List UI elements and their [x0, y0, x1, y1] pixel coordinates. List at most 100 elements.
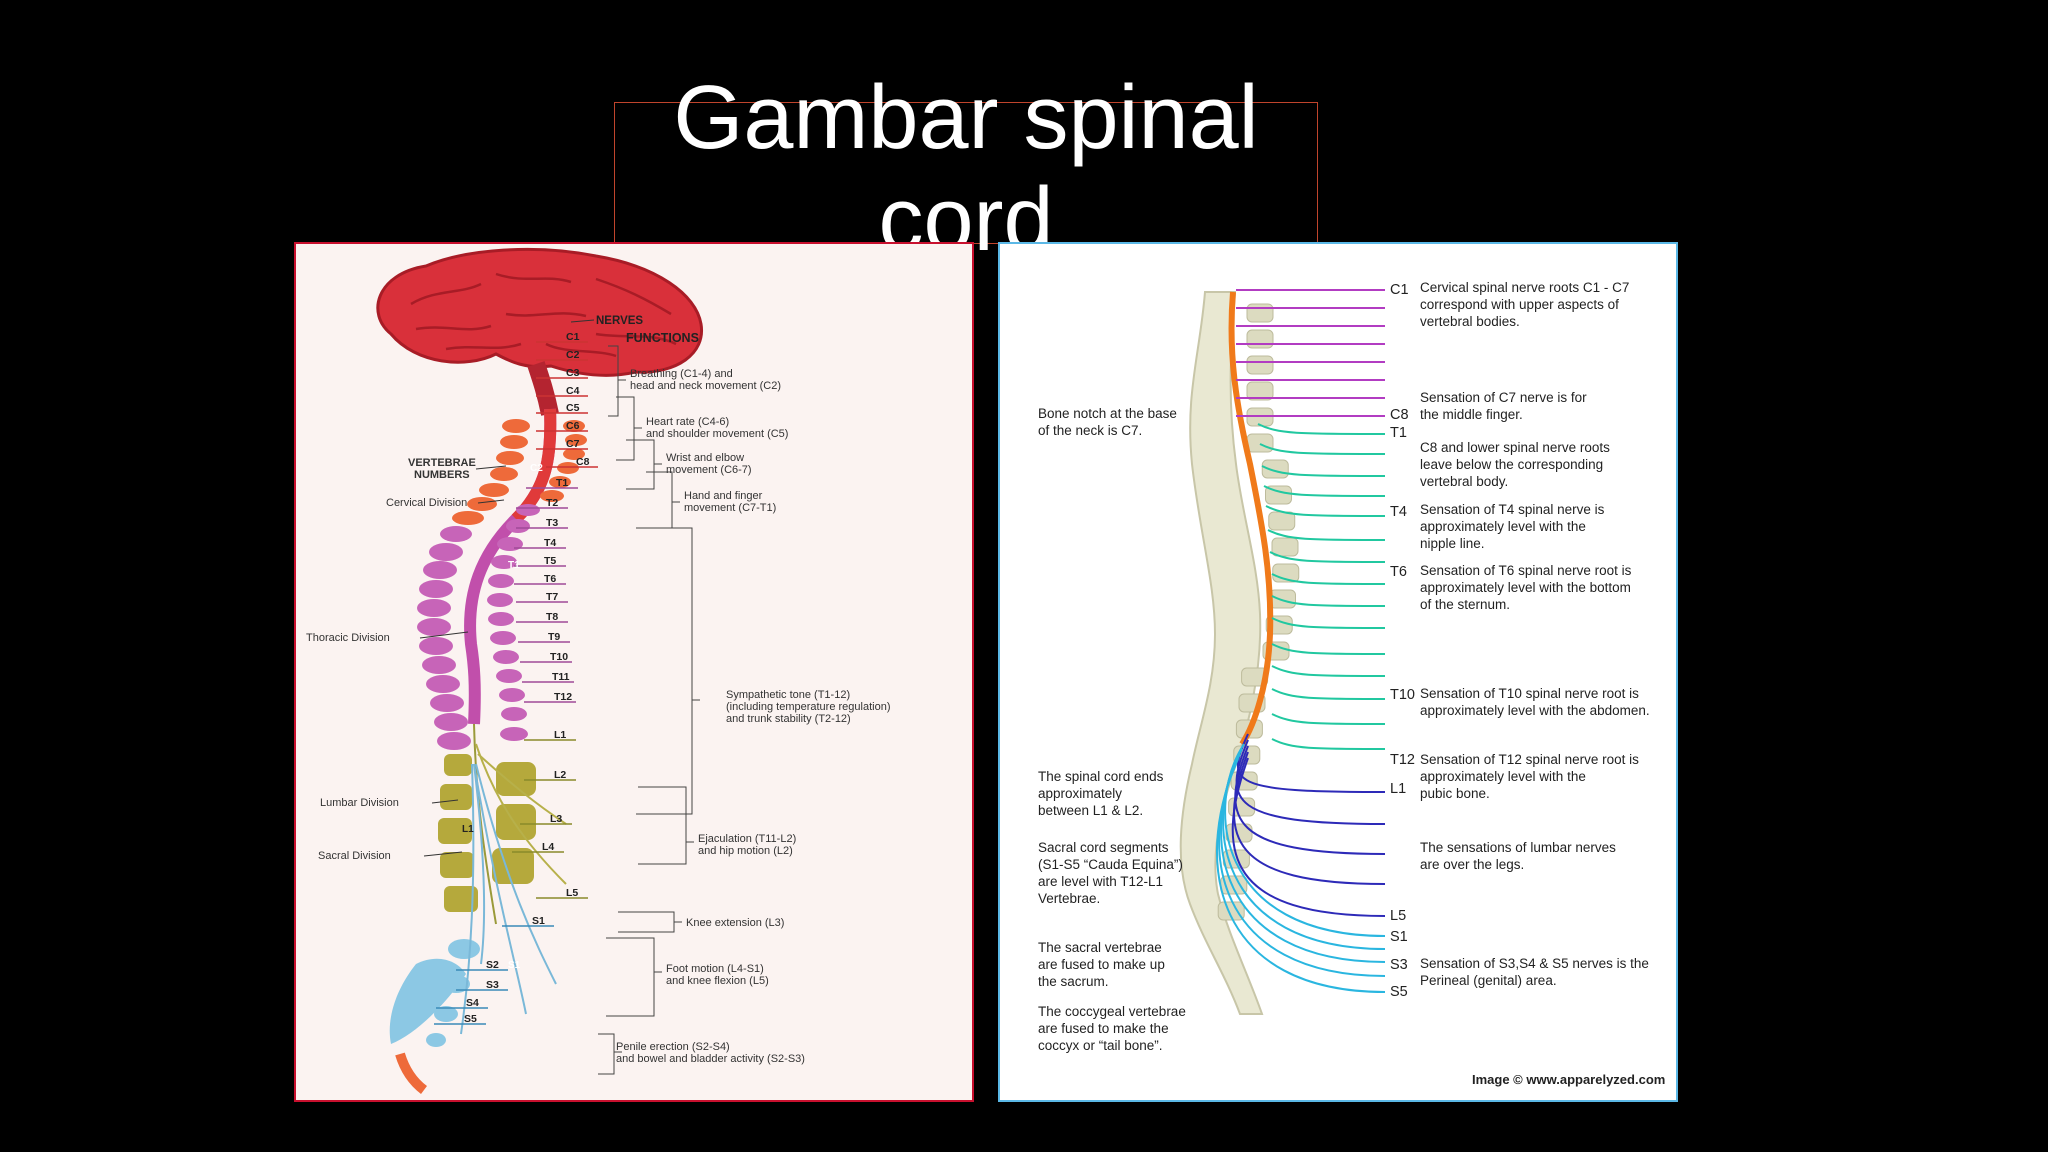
- svg-text:(S1-S5 “Cauda Equina”): (S1-S5 “Cauda Equina”): [1038, 857, 1183, 872]
- level-t12: T12: [1390, 752, 1415, 768]
- level-labels: C1 C8 T1 T4 T6 T10 T12 L1 L5 S1 S3 S5: [1390, 282, 1415, 1000]
- note-t12-sensation: Sensation of T12 spinal nerve root is: [1420, 752, 1639, 767]
- nerve-label-t4: T4: [544, 537, 556, 549]
- cervical-vertebrae: [452, 419, 587, 525]
- spinal-nerve-line: [1235, 739, 1386, 825]
- svg-text:are fused to make up: are fused to make up: [1038, 957, 1165, 972]
- note-sacral-sensation: Sensation of S3,S4 & S5 nerves is the: [1420, 956, 1649, 971]
- nerve-label-t9: T9: [548, 631, 560, 643]
- spinal-nerve-line: [1271, 643, 1386, 655]
- spinal-nerve-line: [1271, 713, 1386, 725]
- function-brackets: [598, 345, 700, 1075]
- svg-text:the middle finger.: the middle finger.: [1420, 407, 1523, 422]
- level-l5: L5: [1390, 908, 1406, 924]
- svg-text:approximately level with the: approximately level with the: [1420, 519, 1586, 534]
- spinal-nerve-sensation-diagram: C1 C8 T1 T4 T6 T10 T12 L1 L5 S1 S3 S5 Ce…: [998, 242, 1678, 1102]
- level-c8: C8: [1390, 407, 1409, 423]
- function-hand-finger: Hand and finger: [684, 490, 763, 502]
- thoracic-division-label: Thoracic Division: [306, 632, 390, 644]
- svg-text:of the neck is C7.: of the neck is C7.: [1038, 423, 1142, 438]
- nerve-label-c1: C1: [566, 331, 580, 343]
- note-c8-roots: C8 and lower spinal nerve roots: [1420, 440, 1610, 455]
- spinal-nerve-line: [1257, 423, 1386, 435]
- svg-text:the sacrum.: the sacrum.: [1038, 974, 1109, 989]
- nerve-label-c2: C2: [566, 349, 580, 361]
- spinal-nerve-line: [1259, 443, 1386, 455]
- svg-text:between L1 & L2.: between L1 & L2.: [1038, 803, 1143, 818]
- vertebral-body: [1246, 329, 1274, 349]
- note-cord-ends: The spinal cord ends: [1038, 769, 1164, 784]
- spinal-nerve-line: [1267, 529, 1386, 541]
- function-labels: Breathing (C1-4) and head and neck movem…: [616, 368, 890, 1065]
- svg-text:vertebral body.: vertebral body.: [1420, 474, 1508, 489]
- functions-header: FUNCTIONS: [626, 331, 699, 345]
- spinal-nerve-line: [1269, 551, 1386, 563]
- nerve-label-l1: L1: [554, 729, 566, 741]
- nerve-label-s3: S3: [486, 979, 499, 991]
- nerve-label-t12: T12: [554, 691, 572, 703]
- nerve-label-t11: T11: [552, 671, 570, 683]
- svg-text:are fused to make the: are fused to make the: [1038, 1021, 1169, 1036]
- nerve-label-l3: L3: [550, 813, 562, 825]
- nerve-label-s5: S5: [464, 1013, 477, 1025]
- cervical-division-label: Cervical Division: [386, 497, 467, 509]
- slide-title: Gambar spinal cord: [673, 68, 1259, 270]
- spinal-nerve-line: [1271, 617, 1386, 629]
- nerve-label-t3: T3: [546, 517, 558, 529]
- svg-text:and knee flexion (L5): and knee flexion (L5): [666, 975, 769, 987]
- vertebral-body: [1261, 459, 1289, 479]
- spinal-cord-right: [1228, 291, 1274, 746]
- vertebra-l1-label: L1: [462, 824, 474, 835]
- nerve-label-c5: C5: [566, 402, 580, 414]
- spinal-nerve-line: [1265, 505, 1386, 517]
- note-bone-notch: Bone notch at the base: [1038, 406, 1177, 421]
- level-t1: T1: [1390, 425, 1407, 441]
- vertebral-body: [1246, 355, 1274, 375]
- note-sacral-segments: Sacral cord segments: [1038, 840, 1169, 855]
- nerve-label-t10: T10: [550, 651, 568, 663]
- nerve-label-t5: T5: [544, 555, 556, 567]
- svg-text:and hip motion (L2): and hip motion (L2): [698, 845, 793, 857]
- svg-text:Vertebrae.: Vertebrae.: [1038, 891, 1100, 906]
- level-s1: S1: [1390, 929, 1408, 945]
- note-lumbar-sensation: The sensations of lumbar nerves: [1420, 840, 1616, 855]
- spinal-nerve-line: [1271, 595, 1386, 607]
- spinal-nerve-line: [1271, 688, 1386, 700]
- vertebral-body: [1268, 511, 1296, 531]
- note-c7-sensation: Sensation of C7 nerve is for: [1420, 390, 1587, 405]
- right-side-notes: Cervical spinal nerve roots C1 - C7 corr…: [1420, 280, 1650, 988]
- nerve-labels: C1C2C3C4C5C6C7C8T1T2T3T4T5T6T7T8T9T10T11…: [434, 331, 598, 1025]
- spinal-nerve-line: [1233, 751, 1386, 885]
- svg-text:are over the legs.: are over the legs.: [1420, 857, 1524, 872]
- svg-text:pubic bone.: pubic bone.: [1420, 786, 1490, 801]
- svg-text:vertebral bodies.: vertebral bodies.: [1420, 314, 1520, 329]
- svg-text:correspond with upper aspects: correspond with upper aspects of: [1420, 297, 1619, 312]
- sacral-vertebrae: [389, 939, 480, 1094]
- nerve-label-c4: C4: [566, 385, 580, 397]
- function-wrist-elbow: Wrist and elbow: [666, 452, 744, 464]
- svg-text:and bowel and bladder activity: and bowel and bladder activity (S2-S3): [616, 1053, 805, 1065]
- function-penile-erection: Penile erection (S2-S4): [616, 1041, 730, 1053]
- spinal-nerve-line: [1271, 665, 1386, 677]
- nerve-label-l2: L2: [554, 769, 566, 781]
- note-t10-sensation: Sensation of T10 spinal nerve root is: [1420, 686, 1639, 701]
- nerve-label-t7: T7: [546, 591, 558, 603]
- nerve-label-s4: S4: [466, 997, 479, 1009]
- vertebral-column: [1179, 291, 1264, 1015]
- spinal-nerve-line: [1271, 738, 1386, 750]
- svg-text:approximately level with the a: approximately level with the abdomen.: [1420, 703, 1650, 718]
- nerve-label-c7: C7: [566, 438, 580, 450]
- nerve-label-s1: S1: [532, 915, 545, 927]
- svg-text:(including temperature regulat: (including temperature regulation): [726, 701, 890, 713]
- level-l1: L1: [1390, 781, 1406, 797]
- vertebra-t1-label: T1: [508, 560, 520, 571]
- function-heart-rate: Heart rate (C4-6): [646, 416, 729, 428]
- svg-text:approximately level with the: approximately level with the: [1420, 769, 1586, 784]
- svg-text:and trunk stability (T2-12): and trunk stability (T2-12): [726, 713, 851, 725]
- svg-text:head and neck movement (C2): head and neck movement (C2): [630, 380, 781, 392]
- function-foot-motion: Foot motion (L4-S1): [666, 963, 764, 975]
- level-s3: S3: [1390, 957, 1408, 973]
- vertebral-body: [1271, 537, 1299, 557]
- nerve-label-t6: T6: [544, 573, 556, 585]
- nerve-label-s2: S2: [486, 959, 499, 971]
